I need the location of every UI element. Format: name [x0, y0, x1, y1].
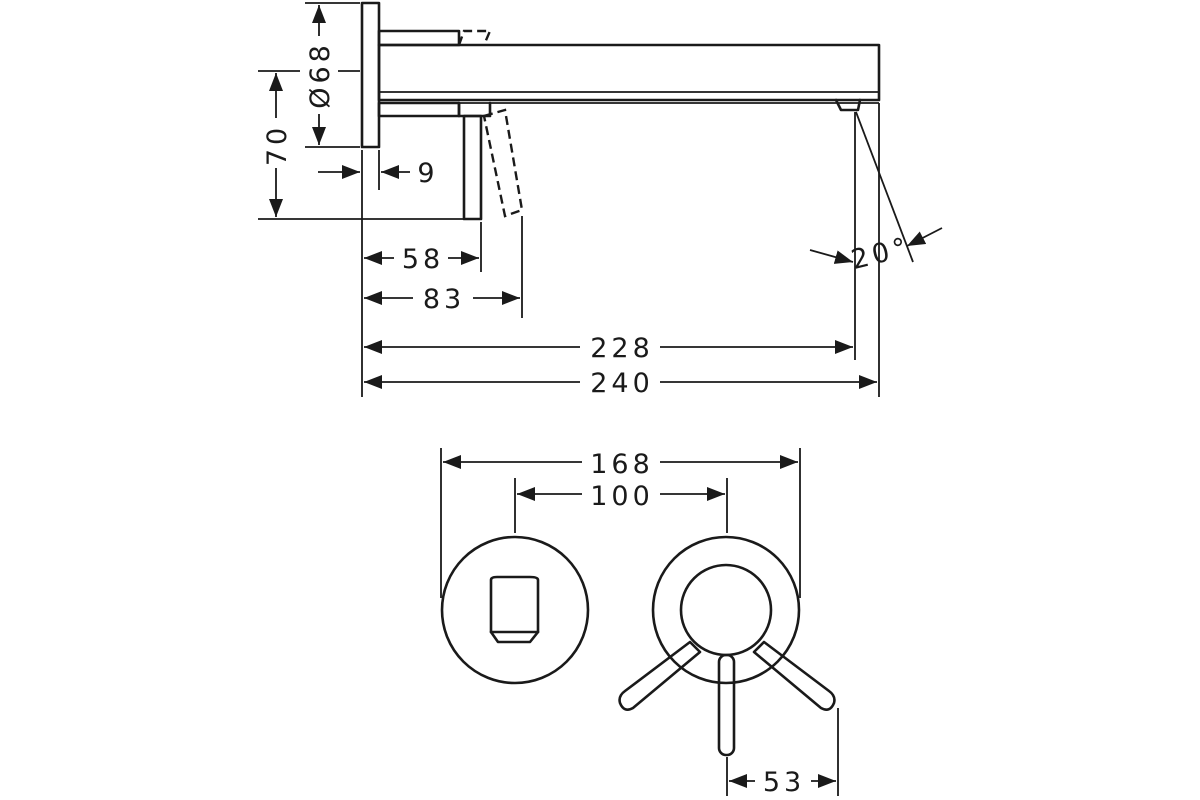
dim-9-label: 9 [417, 158, 438, 189]
spout-outlet [489, 575, 540, 634]
dim-228-label: 228 [590, 333, 654, 364]
dim-angle-label: 20° [848, 231, 914, 276]
dim-angle-arrow-left [809, 249, 854, 264]
mixer-body-bottom [377, 101, 461, 118]
lever-down [717, 653, 736, 757]
dim-53-label: 53 [763, 767, 805, 798]
wall-rosette-plate [360, 1, 381, 149]
dim-70-label: 70 [262, 124, 293, 166]
dim-68-label: Ø68 [305, 41, 336, 109]
mixer-cartridge-top [457, 29, 492, 46]
dim-58-label: 58 [402, 244, 444, 275]
spout-body [377, 43, 881, 102]
handle-vertical [462, 114, 483, 221]
spout-outlet-bottom [489, 630, 540, 644]
dim-angle-arrow-right [906, 227, 943, 247]
lever-right [752, 640, 836, 711]
front-view: 168 100 53 [440, 446, 839, 798]
mixer-knob [679, 563, 773, 657]
mixer-cartridge-bottom [457, 101, 492, 118]
side-view: Ø68 70 9 58 83 228 240 20° [258, 1, 943, 399]
dim-168-label: 168 [590, 449, 654, 480]
mixer-body-top [377, 29, 461, 47]
dim-100-label: 100 [590, 481, 654, 512]
aerator-tip [834, 98, 862, 112]
dim-83-label: 83 [423, 284, 465, 315]
mixer-rosette [651, 535, 801, 685]
lever-left [618, 640, 702, 711]
spout-rosette [440, 535, 590, 685]
handle-rotated-dashed [482, 108, 524, 218]
dim-240-label: 240 [590, 368, 654, 399]
